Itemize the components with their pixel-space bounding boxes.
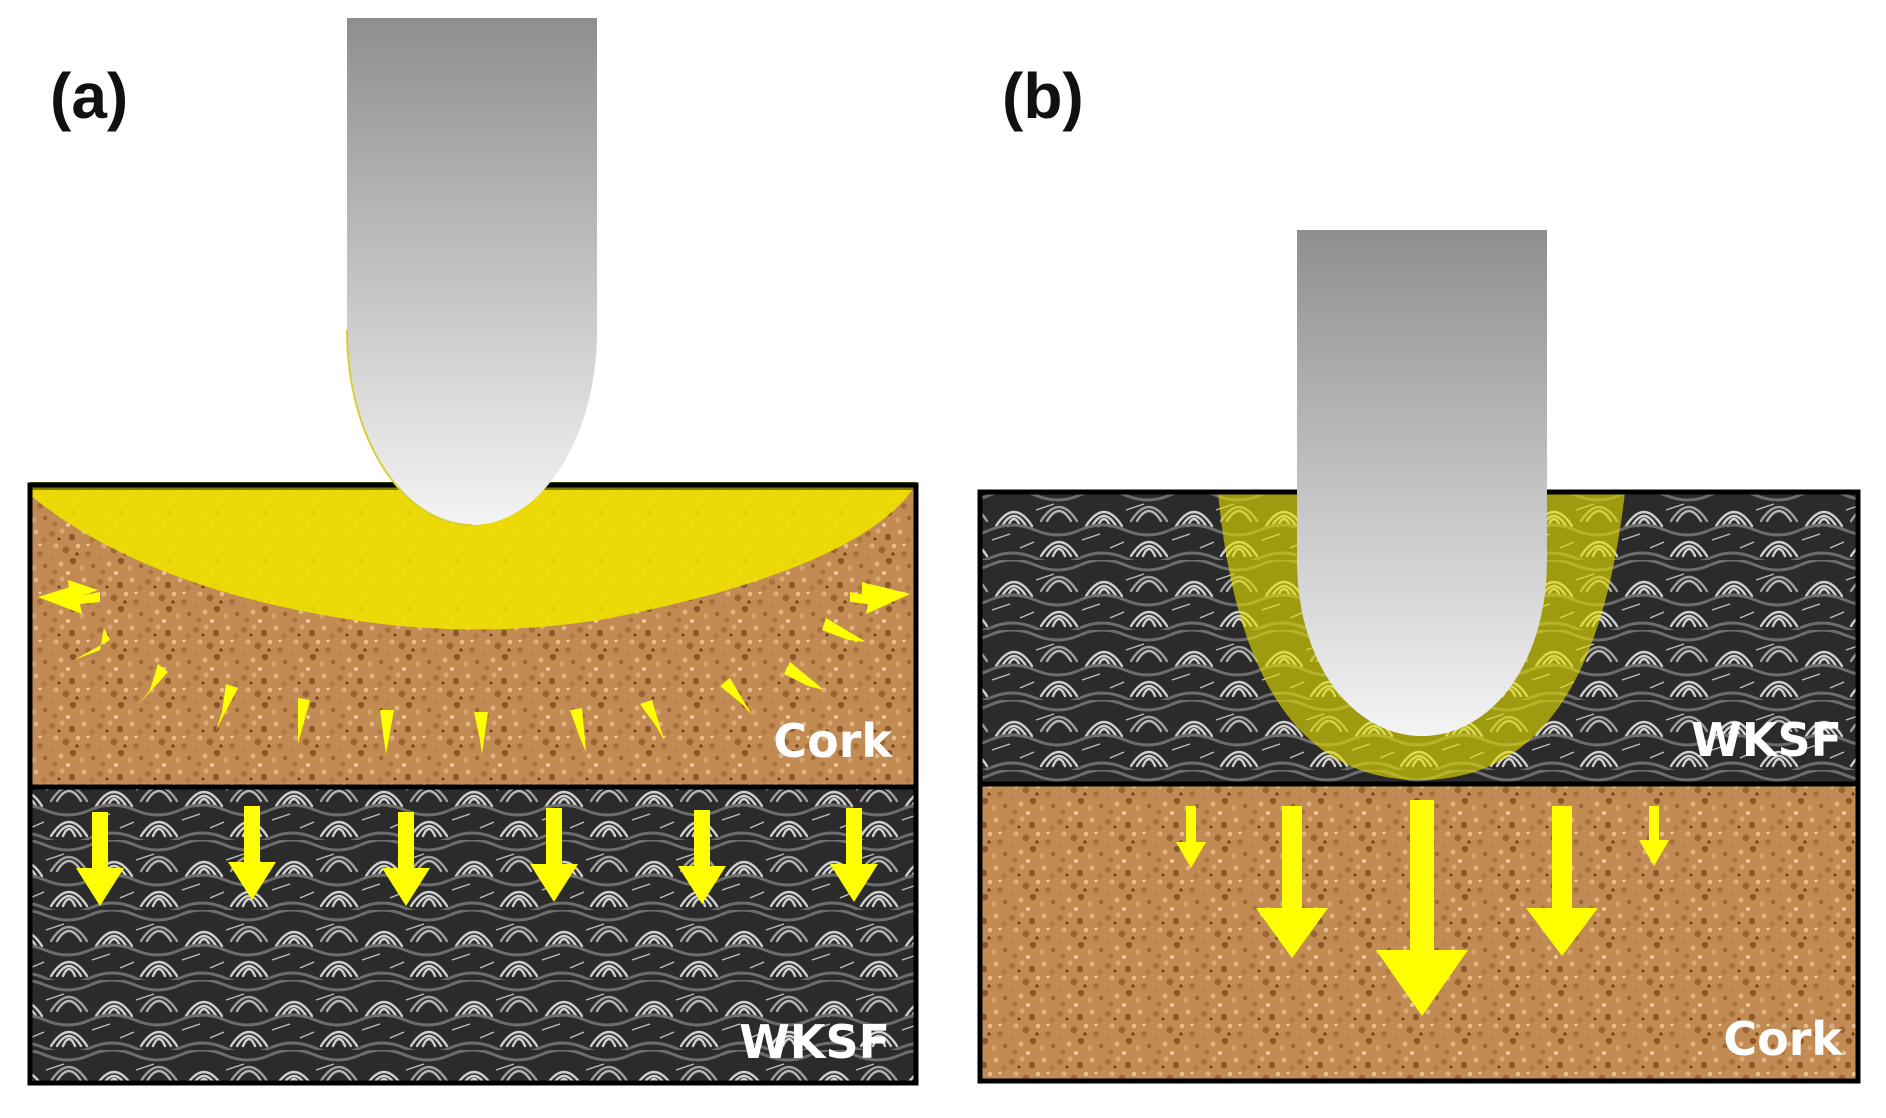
arrow-down-icon — [720, 678, 752, 715]
panel-label-b: (b) — [1002, 60, 1084, 132]
arrow-down-icon — [380, 710, 394, 755]
arrow-down-icon — [216, 684, 238, 730]
arrow-down-icon — [1376, 800, 1468, 1016]
panel-label-a: (a) — [50, 60, 128, 132]
layer-label-wksf-b: WKSF — [1691, 713, 1842, 767]
arrow-down-icon — [822, 618, 866, 642]
arrow-down-icon — [830, 808, 878, 902]
layer-label-cork-a: Cork — [773, 714, 893, 768]
arrow-down-icon — [1256, 806, 1328, 958]
panel-a: (a) Cork — [27, 18, 919, 1086]
arrow-down-icon — [138, 664, 168, 705]
wksf-layer-a — [30, 787, 916, 1083]
arrow-down-icon — [784, 662, 824, 690]
layer-label-cork-b: Cork — [1723, 1012, 1843, 1066]
arrow-down-icon — [640, 700, 664, 740]
arrow-down-icon — [1176, 806, 1206, 868]
arrow-down-icon — [1639, 806, 1669, 866]
stress-zone-a — [30, 485, 916, 630]
arrow-down-icon — [1526, 806, 1598, 956]
panel-b: (b) WKSF Cork — [977, 60, 1861, 1084]
hemispherical-indenter — [347, 18, 597, 525]
layer-label-wksf-a: WKSF — [739, 1015, 890, 1069]
stress-arrows-wksf-a — [76, 806, 878, 906]
arrow-down-icon — [678, 810, 726, 904]
stress-arrows-cork-b — [1176, 800, 1669, 1016]
arrow-down-icon — [570, 708, 586, 752]
arrow-down-icon — [76, 812, 124, 906]
arrow-down-icon — [382, 812, 430, 906]
arrow-down-icon — [228, 806, 276, 900]
hemispherical-indenter — [1297, 230, 1547, 736]
arrow-down-icon — [530, 808, 578, 902]
arrow-down-icon — [298, 698, 310, 744]
arrow-down-icon — [474, 712, 488, 755]
